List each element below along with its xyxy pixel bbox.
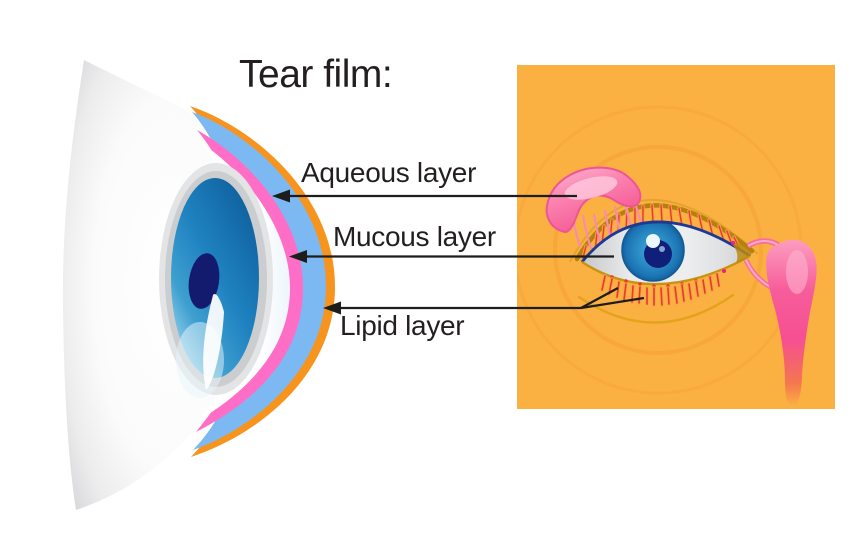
annotation-arrowheads bbox=[272, 189, 341, 315]
lower-lashes-red bbox=[601, 273, 720, 306]
diagram-title: Tear film: bbox=[239, 53, 393, 96]
side-view-eye bbox=[62, 60, 335, 510]
label-lipid-layer: Lipid layer bbox=[340, 310, 465, 341]
pupil-side bbox=[188, 253, 220, 309]
punctum-upper bbox=[731, 241, 735, 245]
lower-lid-waterline bbox=[581, 254, 751, 286]
sac-highlight bbox=[786, 250, 808, 294]
canaliculus-upper-core bbox=[747, 240, 779, 247]
lower-eyelid-fold bbox=[577, 293, 735, 324]
canthus-wedge bbox=[731, 242, 752, 263]
punctum-lower bbox=[722, 269, 726, 273]
lacrimal-gland bbox=[545, 166, 647, 250]
lipid-branch-lower bbox=[580, 296, 645, 310]
label-aqueous-layer: Aqueous layer bbox=[301, 157, 477, 188]
annotation-lines bbox=[289, 194, 645, 310]
mucous-arrowhead bbox=[289, 250, 307, 263]
gland-highlight bbox=[564, 176, 618, 200]
lipid-branch-upper bbox=[580, 286, 619, 310]
eye-highlight-small bbox=[659, 246, 665, 252]
tear-drainage bbox=[743, 238, 817, 406]
gland-ducts bbox=[570, 197, 647, 250]
aqueous-arrowhead bbox=[272, 189, 290, 203]
iris-highlight bbox=[203, 294, 224, 390]
front-view-panel bbox=[517, 65, 835, 409]
lipid-arrowhead bbox=[323, 301, 341, 315]
label-mucous-layer: Mucous layer bbox=[333, 221, 496, 252]
upper-lid-waterline bbox=[580, 220, 751, 263]
iris-front-group bbox=[621, 221, 685, 282]
eye-highlight bbox=[646, 234, 660, 248]
